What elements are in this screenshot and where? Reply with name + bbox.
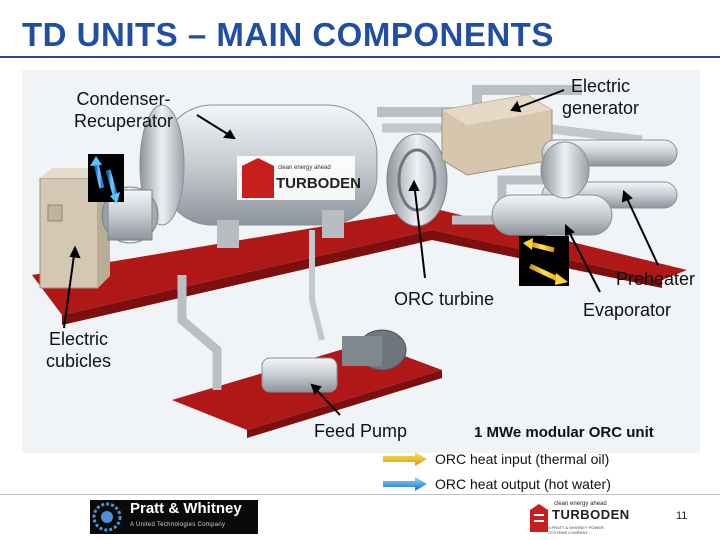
footer-divider bbox=[0, 494, 720, 495]
machine-logo-brand: TURBODEN bbox=[276, 175, 361, 192]
leader-pump-head bbox=[310, 383, 322, 395]
leader-turbine-head bbox=[408, 179, 420, 191]
leader-cubicles bbox=[63, 247, 76, 329]
blue-arrow-icon bbox=[383, 477, 427, 491]
label-condenser-recuperator: Condenser- Recuperator bbox=[74, 88, 173, 132]
label-cubicles-line2: cubicles bbox=[46, 351, 112, 371]
leader-turbine bbox=[413, 181, 426, 279]
label-generator-line2: generator bbox=[562, 98, 640, 118]
feed-pump-motor-body bbox=[342, 336, 382, 366]
condenser-support-right bbox=[322, 210, 344, 238]
hot-water-arrow-down bbox=[105, 169, 119, 199]
evaporator-dome bbox=[540, 141, 590, 199]
pw-eagle-icon bbox=[92, 502, 122, 532]
label-generator-line1: Electric bbox=[571, 76, 631, 96]
legend-heat-input-text: ORC heat input (thermal oil) bbox=[435, 451, 610, 467]
unit-caption: 1 MWe modular ORC unit bbox=[474, 424, 654, 441]
legend-heat-output: ORC heat output (hot water) bbox=[383, 476, 611, 492]
pump-skid-frame-side bbox=[247, 370, 442, 438]
page-number: 11 bbox=[676, 510, 688, 522]
feed-line-2 bbox=[309, 230, 325, 341]
machine-logo-tagline: clean energy ahead bbox=[278, 165, 331, 171]
orc-turbine-casing bbox=[386, 133, 448, 227]
hot-water-arrow-up bbox=[93, 163, 105, 189]
thermal-oil-arrow-left bbox=[529, 241, 555, 253]
legend-heat-output-text: ORC heat output (hot water) bbox=[435, 476, 611, 492]
leader-preheater-head bbox=[621, 190, 633, 203]
hot-water-arrow-up-head bbox=[90, 156, 102, 166]
orc-unit-illustration: clean energy ahead TURBODEN bbox=[22, 70, 700, 453]
machine-logo-mark bbox=[242, 158, 274, 198]
thermal-oil-arrow-left-head bbox=[523, 238, 533, 250]
leader-cubicles-head bbox=[69, 245, 81, 259]
leader-generator-head bbox=[510, 100, 522, 113]
label-feed-pump: Feed Pump bbox=[314, 421, 408, 441]
label-condenser-line1: Condenser- bbox=[76, 89, 171, 109]
yellow-arrow-icon bbox=[383, 452, 427, 466]
label-condenser-line2: Recuperator bbox=[74, 111, 174, 131]
label-preheater: Preheater bbox=[616, 269, 696, 289]
condenser-nozzle bbox=[107, 189, 153, 241]
turboden-tagline: clean energy ahead bbox=[554, 501, 607, 507]
leader-lines bbox=[63, 89, 659, 416]
electric-cubicles-panel bbox=[47, 204, 63, 222]
feed-line bbox=[177, 275, 222, 390]
orc-unit-drawing: clean energy ahead TURBODEN bbox=[32, 85, 687, 438]
turboden-footer-logo: clean energy ahead TURBODEN A PRATT & WH… bbox=[528, 500, 629, 535]
label-orc-turbine: ORC turbine bbox=[394, 289, 495, 309]
turboden-subtitle: A PRATT & WHITNEY POWER SYSTEMS COMPANY bbox=[548, 525, 604, 535]
pw-name: Pratt & Whitney bbox=[130, 500, 242, 517]
label-evaporator: Evaporator bbox=[583, 300, 672, 320]
turboden-mark-icon bbox=[530, 504, 548, 532]
leader-evaporator bbox=[565, 225, 601, 293]
label-cubicles-line1: Electric bbox=[49, 329, 109, 349]
leader-condenser-head bbox=[223, 129, 236, 140]
main-skid-frame-side bbox=[62, 230, 662, 325]
leader-generator bbox=[511, 89, 565, 111]
label-electric-generator: Electric generator bbox=[562, 75, 639, 119]
title-underline bbox=[0, 56, 720, 58]
leader-preheater bbox=[623, 191, 659, 266]
hot-water-arrow-down-head bbox=[110, 192, 120, 204]
turboden-wordmark: TURBODEN bbox=[552, 507, 630, 522]
thermal-oil-arrow-right bbox=[528, 263, 562, 283]
electric-generator-top bbox=[442, 95, 552, 125]
pw-wordmark: Pratt & Whitney A United Technologies Co… bbox=[130, 501, 242, 533]
pratt-whitney-logo: Pratt & Whitney A United Technologies Co… bbox=[90, 500, 258, 534]
page-title: TD UNITS – MAIN COMPONENTS bbox=[22, 16, 554, 53]
label-electric-cubicles: Electric cubicles bbox=[46, 328, 111, 372]
feed-pump-body bbox=[261, 357, 338, 393]
condenser-support-left bbox=[217, 220, 239, 248]
evaporator-shell bbox=[491, 194, 613, 236]
pw-subtitle: A United Technologies Company bbox=[130, 522, 226, 528]
leader-evaporator-head bbox=[565, 223, 575, 237]
thermal-oil-arrow-right-head bbox=[555, 273, 568, 285]
process-piping bbox=[377, 85, 582, 117]
legend-heat-input: ORC heat input (thermal oil) bbox=[383, 451, 609, 467]
